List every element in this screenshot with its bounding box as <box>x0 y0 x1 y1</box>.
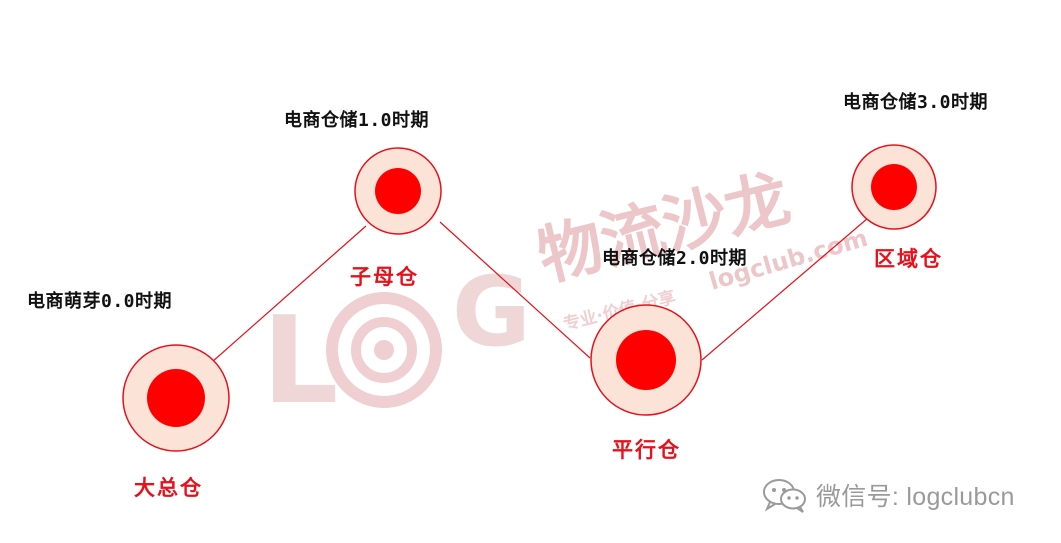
wechat-icon <box>763 479 806 513</box>
watermark-letter-l: L <box>262 292 338 431</box>
connector-line-3 <box>701 217 869 361</box>
warehouse-node-2 <box>354 147 442 235</box>
warehouse-label-2: 子母仓 <box>350 264 419 289</box>
connector-line-1 <box>211 225 367 363</box>
warehouse-node-3 <box>590 304 702 416</box>
wechat-footer: 微信号: logclubcn <box>762 475 1015 515</box>
connector-line-2 <box>439 221 591 359</box>
watermark-target-icon <box>326 292 442 408</box>
wechat-id-text: 微信号: logclubcn <box>816 483 1015 511</box>
warehouse-node-4 <box>851 144 937 230</box>
phase-label-3: 电商仓储3.0时期 <box>843 92 989 113</box>
warehouse-label-4: 区域仓 <box>874 246 943 271</box>
warehouse-label-3: 平行仓 <box>612 437 681 462</box>
phase-label-0: 电商萌芽0.0时期 <box>27 291 173 312</box>
watermark: L G 物流沙龙 logclub.com 专业·价值·分享 <box>262 162 871 431</box>
warehouse-node-1 <box>122 344 230 452</box>
connectors <box>211 217 869 363</box>
phase-label-2: 电商仓储2.0时期 <box>602 248 748 269</box>
watermark-letter-g: G <box>452 256 531 368</box>
warehouse-label-1: 大总仓 <box>134 475 203 500</box>
phase-label-1: 电商仓储1.0时期 <box>284 110 430 131</box>
